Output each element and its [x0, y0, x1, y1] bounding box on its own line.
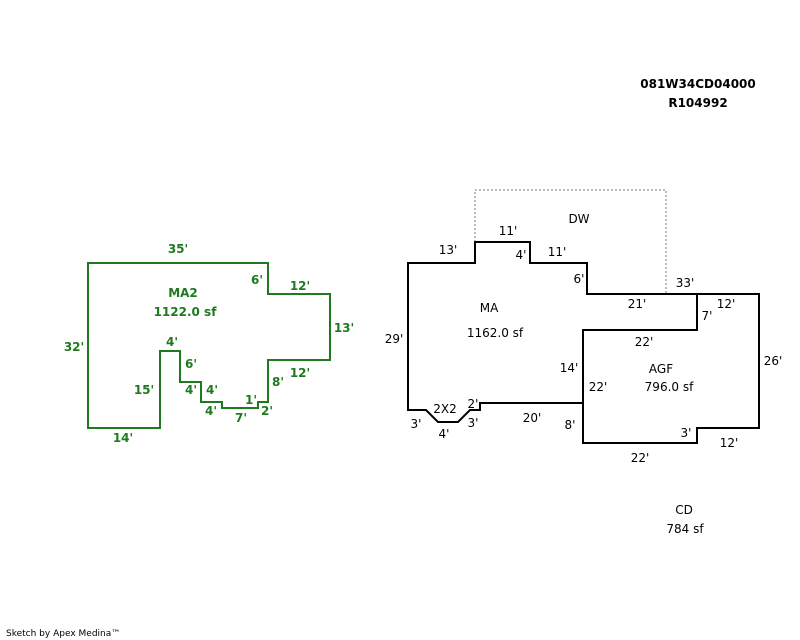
agf-area: 796.0 sf — [645, 380, 694, 394]
agf-dim-bottom-12: 12' — [720, 436, 739, 450]
ma2-dim-step-4c: 4' — [185, 383, 197, 397]
agf-dim-inner-7: 7' — [702, 309, 713, 323]
ma2-dim-lower-h: 12' — [290, 366, 310, 380]
agf-dim-inner-22-top: 22' — [635, 335, 654, 349]
ma2-dim-lower-v: 8' — [272, 375, 284, 389]
ma-dim-top-4: 4' — [516, 248, 527, 262]
ma2-outline — [87, 262, 331, 429]
agf-dim-bottom-3: 3' — [681, 426, 692, 440]
ma2-dim-notch-h: 12' — [290, 279, 310, 293]
ma2-dim-step-6: 6' — [185, 357, 197, 371]
agf-dim-right-26: 26' — [764, 354, 783, 368]
ma-area: 1162.0 sf — [467, 326, 524, 340]
agf-name: AGF — [649, 362, 673, 376]
ma-dim-inner-14: 14' — [560, 361, 579, 375]
ma-bay-dim-2: 2' — [468, 397, 479, 411]
ma2-name: MA2 — [168, 286, 198, 300]
ma2-dim-left: 32' — [64, 340, 84, 354]
agf-dim-bottom-22: 22' — [631, 451, 650, 465]
ma2-dim-bottom-mid: 7' — [235, 411, 247, 425]
ma2-dim-notch-v: 6' — [251, 273, 263, 287]
ma-bay-name: 2X2 — [433, 402, 457, 416]
ma2-area: 1122.0 sf — [154, 305, 218, 319]
ma-outline — [407, 241, 698, 423]
ma-bay-dim-4: 4' — [439, 427, 450, 441]
cd-name: CD — [675, 503, 693, 517]
ma-dim-top-11a: 11' — [499, 224, 518, 238]
ma2-dim-step-1: 1' — [245, 393, 257, 407]
ma2-dim-step-4a: 4' — [205, 404, 217, 418]
ma2-dim-inner-15: 15' — [134, 383, 154, 397]
ma2-dim-bottom-left: 14' — [113, 431, 133, 445]
ma-dim-top-left: 13' — [439, 243, 458, 257]
ma-dim-top-11b: 11' — [548, 245, 567, 259]
cd-area: 784 sf — [666, 522, 704, 536]
account-number: R104992 — [668, 96, 727, 110]
ma-dim-left: 29' — [385, 332, 404, 346]
ma2-dim-step-2: 2' — [261, 404, 273, 418]
ma-name: MA — [480, 301, 499, 315]
ma2-dim-step-4b: 4' — [206, 383, 218, 397]
ma-dim-bottom-20: 20' — [523, 411, 542, 425]
ma-dim-bottom-8: 8' — [565, 418, 576, 432]
ma-dim-right-21: 21' — [628, 297, 647, 311]
ma2-dim-right: 13' — [334, 321, 354, 335]
agf-dim-top-12: 12' — [717, 297, 736, 311]
dw-name: DW — [568, 212, 589, 226]
ma2-dim-inner-4: 4' — [166, 335, 178, 349]
ma-dim-right-6: 6' — [574, 272, 585, 286]
agf-dim-left-22: 22' — [589, 380, 608, 394]
agf-outline — [582, 293, 760, 444]
parcel-id: 081W34CD04000 — [640, 77, 756, 91]
dw-outline — [474, 189, 667, 294]
agf-dim-top-33: 33' — [676, 276, 695, 290]
ma2-dim-top: 35' — [168, 242, 188, 256]
ma-bay-dim-3b: 3' — [468, 416, 479, 430]
sketch-credit: Sketch by Apex Medina™ — [6, 629, 120, 639]
ma-bay-dim-3a: 3' — [411, 417, 422, 431]
